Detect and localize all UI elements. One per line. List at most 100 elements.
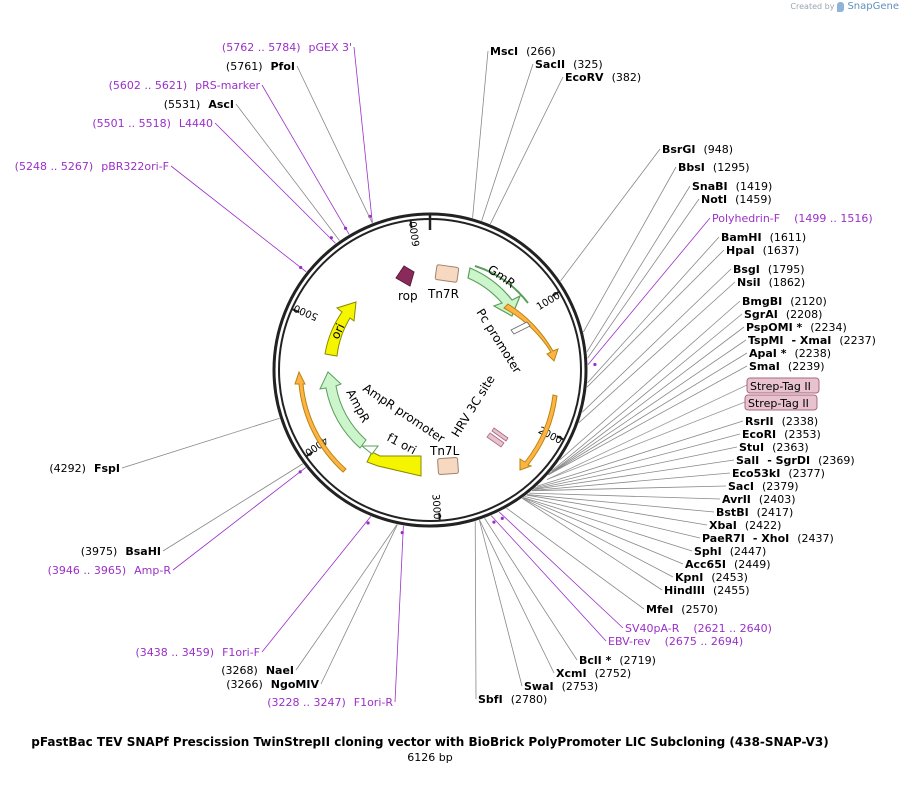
site-label-right[interactable]: KpnI(2453) [675, 571, 748, 584]
site-label-left[interactable]: FspI(4292) [49, 462, 120, 475]
leader-line [523, 497, 693, 552]
site-position: (1499 .. 1516) [794, 212, 873, 225]
site-label-right[interactable]: MfeI(2570) [646, 603, 718, 616]
feature-hrv-3c-site[interactable]: HRV 3C site [449, 373, 509, 448]
site-label-right[interactable]: EcoRI(2353) [742, 428, 821, 441]
hrv-site-icon [486, 432, 505, 448]
site-label-right[interactable]: TspMI- XmaI(2237) [748, 334, 876, 347]
site-position: (2447) [730, 545, 767, 558]
site-label-right[interactable]: BsrGI(948) [662, 143, 733, 156]
site-name: F1ori-F [222, 646, 260, 659]
site-position: (3975) [81, 545, 118, 558]
site-label-left[interactable]: pBR322ori-F(5248 .. 5267) [15, 160, 169, 173]
site-name: AscI [208, 98, 234, 111]
feature-ori[interactable]: ori [324, 301, 357, 357]
site-name: pGEX 3' [308, 41, 352, 54]
feature-rop[interactable]: rop [395, 265, 418, 303]
site-label-right[interactable]: SwaI(2753) [524, 680, 598, 693]
site-label-right[interactable]: AvrII(2403) [722, 493, 795, 506]
site-label-right[interactable]: SV40pA-R(2621 .. 2640) [625, 622, 772, 635]
site-label-right[interactable]: EBV-rev(2675 .. 2694) [608, 635, 743, 648]
leader-line [583, 166, 677, 333]
site-label-right[interactable]: XbaI(2422) [709, 519, 781, 532]
site-label-left[interactable]: BsaHI (3975) [81, 545, 161, 558]
site-label-left[interactable]: pRS-marker(5602 .. 5621) [109, 79, 261, 92]
site-label-right[interactable]: SmaI(2239) [749, 360, 824, 373]
site-label-right[interactable]: ApaI *(2238) [749, 347, 831, 360]
site-label-right[interactable]: BsgI(1795) [733, 263, 804, 276]
site-name: SphI [694, 545, 722, 558]
site-label-right[interactable]: SalI- SgrDI(2369) [736, 454, 855, 467]
tick-mark [551, 290, 560, 297]
site-label-left[interactable]: AscI(5531) [164, 98, 234, 111]
site-label-right[interactable]: BclI *(2719) [579, 654, 656, 667]
site-label-right[interactable]: SphI (2447) [694, 545, 766, 558]
site-position: (2422) [745, 519, 782, 532]
site-label-right[interactable]: BbsI (1295) [678, 161, 749, 174]
site-label-right[interactable]: SbfI(2780) [478, 693, 547, 706]
site-position: (2752) [595, 667, 632, 680]
feature-tn7l[interactable]: Tn7L [429, 444, 460, 476]
site-label-right[interactable]: BstBI(2417) [716, 506, 793, 519]
site-label-left[interactable]: pGEX 3'(5762 .. 5784) [222, 41, 352, 54]
leader-line [472, 50, 489, 218]
feature-pc-promoter[interactable]: Pc promoter [473, 303, 559, 376]
site-label-right[interactable]: SacI(2379) [728, 480, 799, 493]
feature-label-f1-ori: f1 ori [385, 430, 419, 457]
site-label-right[interactable]: Polyhedrin-F(1499 .. 1516) [712, 212, 873, 225]
leader-line [526, 494, 708, 526]
site-label-right[interactable]: MscI(266) [490, 45, 556, 58]
site-label-right[interactable]: EcoRV(382) [565, 71, 641, 84]
site-label-right[interactable]: NsiI(1862) [737, 276, 805, 289]
site-label-right[interactable]: BmgBI(2120) [742, 295, 827, 308]
site-label-right[interactable]: Strep-Tag II [746, 377, 820, 394]
site-label-left[interactable]: NgoMIV(3266) [226, 678, 319, 691]
site-label-left[interactable]: F1ori-R(3228 .. 3247) [267, 696, 393, 709]
site-name: SacII [535, 58, 565, 71]
leader-line [587, 236, 720, 384]
feature-gmr[interactable]: GmR [467, 262, 529, 317]
site-label-right[interactable]: Strep-Tag II [744, 394, 818, 411]
site-position: (1295) [713, 161, 750, 174]
site-label-left[interactable]: Amp-R(3946 .. 3965) [48, 564, 172, 577]
site-label-right[interactable]: Eco53kI(2377) [732, 467, 825, 480]
site-label-right[interactable]: Acc65I(2449) [685, 558, 771, 571]
site-name: BbsI [678, 161, 705, 174]
site-label-left[interactable]: F1ori-F (3438 .. 3459) [136, 646, 261, 659]
leader-line [587, 217, 711, 365]
site-label-right[interactable]: PaeR7I- XhoI(2437) [702, 532, 834, 545]
leader-line [548, 326, 745, 475]
leader-line [524, 496, 701, 539]
primer-mark-icon [400, 531, 404, 535]
site-label-right[interactable]: SacII(325) [535, 58, 603, 71]
feature-f1-ori[interactable]: f1 ori [366, 430, 422, 477]
site-label-left[interactable]: NaeI(3268) [221, 664, 294, 677]
site-label-left[interactable]: L4440(5501 .. 5518) [92, 117, 213, 130]
site-position: (3438 .. 3459) [136, 646, 215, 659]
site-label-right[interactable]: PspOMI *(2234) [746, 321, 847, 334]
site-label-right[interactable]: SnaBI(1419) [692, 180, 772, 193]
site-label-right[interactable]: NotI(1459) [701, 193, 772, 206]
leader-line [479, 519, 523, 687]
site-label-right[interactable]: HpaI(1637) [726, 244, 799, 257]
feature-ampr[interactable]: AmpR [319, 371, 373, 449]
feature-tn7r[interactable]: Tn7R [427, 264, 460, 301]
rop-arrow-icon [395, 265, 415, 287]
site-name: Eco53kI [732, 467, 780, 480]
feature-promoter-right[interactable] [519, 394, 558, 471]
ampr-promoter-arrow-icon [360, 445, 379, 455]
site-label-right[interactable]: BamHI(1611) [721, 231, 806, 244]
site-label-right[interactable]: SgrAI(2208) [744, 308, 822, 321]
site-position: (1611) [770, 231, 807, 244]
tick-mark [556, 435, 565, 441]
site-name: BsaHI [125, 545, 161, 558]
site-label-right[interactable]: RsrII(2338) [745, 415, 818, 428]
site-position: (2719) [619, 654, 656, 667]
feature-amp-promoter-left[interactable] [294, 370, 347, 473]
site-label-right[interactable]: HindIII(2455) [664, 584, 750, 597]
site-name: Strep-Tag II [750, 380, 811, 393]
site-label-left[interactable]: PfoI(5761) [226, 60, 295, 73]
site-label-right[interactable]: XcmI(2752) [556, 667, 631, 680]
site-label-right[interactable]: StuI(2363) [739, 441, 809, 454]
tick-mark [291, 308, 300, 314]
